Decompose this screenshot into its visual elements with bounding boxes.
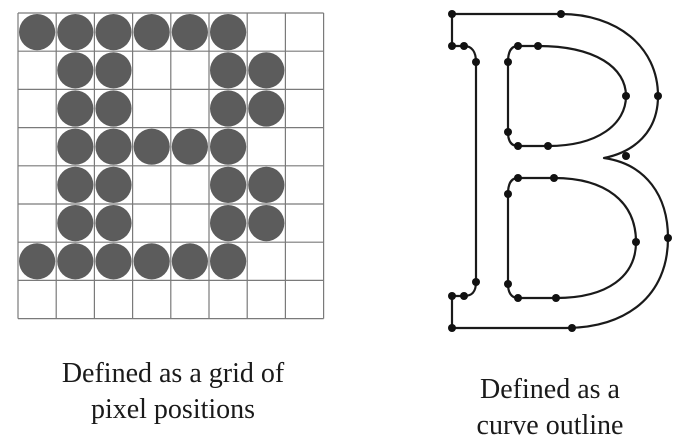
pixel-dot xyxy=(95,90,132,127)
pixel-dot xyxy=(248,90,285,127)
pixel-dot xyxy=(19,14,56,51)
control-point xyxy=(514,142,522,150)
grid-caption-line-1: Defined as a grid of xyxy=(61,358,285,389)
control-point xyxy=(504,280,512,288)
control-point xyxy=(664,234,672,242)
control-point xyxy=(448,292,456,300)
control-point xyxy=(504,128,512,136)
grid-caption-line-2: pixel positions xyxy=(90,394,256,425)
control-point xyxy=(514,294,522,302)
pixel-dot xyxy=(210,128,247,165)
outline-caption: Defined as a curve outline xyxy=(390,372,699,444)
control-point xyxy=(472,278,480,286)
grid-lines xyxy=(17,12,325,320)
pixel-dot xyxy=(57,90,94,127)
pixel-dot xyxy=(57,52,94,89)
outline-caption-line-2: curve outline xyxy=(476,410,624,441)
control-point xyxy=(622,92,630,100)
pixel-dot xyxy=(133,14,170,51)
control-point xyxy=(448,42,456,50)
pixel-dot xyxy=(210,14,247,51)
pixel-dot xyxy=(248,205,285,242)
pixel-dot xyxy=(57,205,94,242)
control-point xyxy=(622,152,630,160)
control-point xyxy=(534,42,542,50)
pixel-dot xyxy=(210,52,247,89)
b-upper-counter xyxy=(506,44,628,148)
control-point xyxy=(654,92,662,100)
curve-outline-panel xyxy=(448,10,672,332)
control-point xyxy=(514,174,522,182)
control-points xyxy=(448,10,672,332)
pixel-dots xyxy=(19,14,285,280)
control-point xyxy=(550,174,558,182)
control-point xyxy=(460,292,468,300)
pixel-dot xyxy=(171,243,208,280)
control-point xyxy=(514,42,522,50)
pixel-dot xyxy=(133,243,170,280)
pixel-dot xyxy=(57,128,94,165)
control-point xyxy=(568,324,576,332)
pixel-dot xyxy=(210,243,247,280)
pixel-dot xyxy=(95,205,132,242)
grid-caption: Defined as a grid of pixel positions xyxy=(0,356,346,428)
control-point xyxy=(472,58,480,66)
pixel-dot xyxy=(19,243,56,280)
pixel-dot xyxy=(95,166,132,203)
pixel-dot xyxy=(133,128,170,165)
control-point xyxy=(544,142,552,150)
pixel-dot xyxy=(210,166,247,203)
pixel-dot xyxy=(248,166,285,203)
pixel-dot xyxy=(57,14,94,51)
control-point xyxy=(557,10,565,18)
pixel-dot xyxy=(57,166,94,203)
pixel-dot xyxy=(95,128,132,165)
control-point xyxy=(552,294,560,302)
b-lower-counter xyxy=(506,176,638,300)
outline-caption-line-1: Defined as a xyxy=(480,374,620,405)
control-point xyxy=(504,190,512,198)
control-point xyxy=(460,42,468,50)
control-point xyxy=(448,10,456,18)
pixel-grid-panel xyxy=(17,12,325,320)
pixel-dot xyxy=(95,243,132,280)
control-point xyxy=(448,324,456,332)
control-point xyxy=(504,58,512,66)
pixel-dot xyxy=(248,52,285,89)
pixel-dot xyxy=(171,14,208,51)
pixel-dot xyxy=(57,243,94,280)
pixel-dot xyxy=(95,14,132,51)
control-point xyxy=(632,238,640,246)
pixel-dot xyxy=(171,128,208,165)
pixel-dot xyxy=(210,90,247,127)
pixel-dot xyxy=(210,205,247,242)
pixel-dot xyxy=(95,52,132,89)
b-outer-outline xyxy=(450,12,670,330)
